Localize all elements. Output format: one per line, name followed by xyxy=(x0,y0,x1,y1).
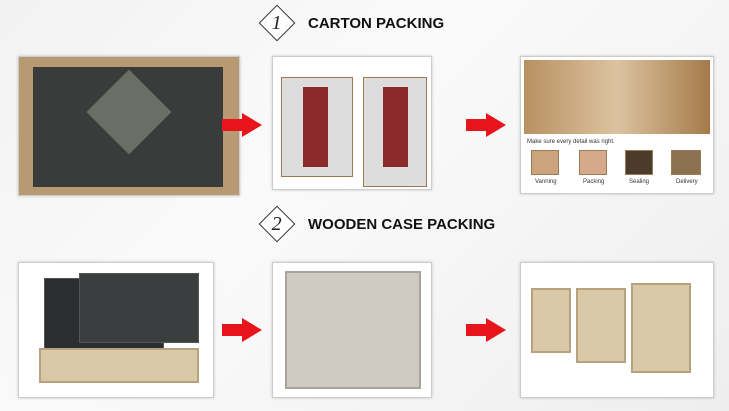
step-number-badge: 1 xyxy=(258,4,296,42)
photo-carton-modules xyxy=(272,56,432,190)
step-label: Sealing xyxy=(629,179,650,185)
step-label: Delivery xyxy=(676,179,698,185)
right-arrow-icon xyxy=(222,113,262,137)
section-title: WOODEN CASE PACKING xyxy=(308,215,496,233)
photo-wooden-case xyxy=(272,262,432,398)
step-number-badge: 2 xyxy=(258,205,296,243)
section-heading-wooden: 2 WOODEN CASE PACKING xyxy=(258,205,496,243)
right-arrow-icon xyxy=(222,318,262,342)
section-heading-carton: 1 CARTON PACKING xyxy=(258,4,445,42)
warehouse-caption: Make sure every detail was right. xyxy=(527,139,615,145)
photo-wooden-cases-row xyxy=(520,262,714,398)
right-arrow-icon xyxy=(466,113,506,137)
step-label: Vanning xyxy=(535,179,557,185)
right-arrow-icon xyxy=(466,318,506,342)
step-number: 1 xyxy=(272,11,282,34)
step-number: 2 xyxy=(272,212,282,235)
photo-carton-tiles xyxy=(18,56,240,196)
photo-warehouse: Make sure every detail was right. Vannin… xyxy=(520,56,714,194)
step-label: Packing xyxy=(583,179,605,185)
section-title: CARTON PACKING xyxy=(308,14,445,32)
photo-wooden-pallet-tiles xyxy=(18,262,214,398)
